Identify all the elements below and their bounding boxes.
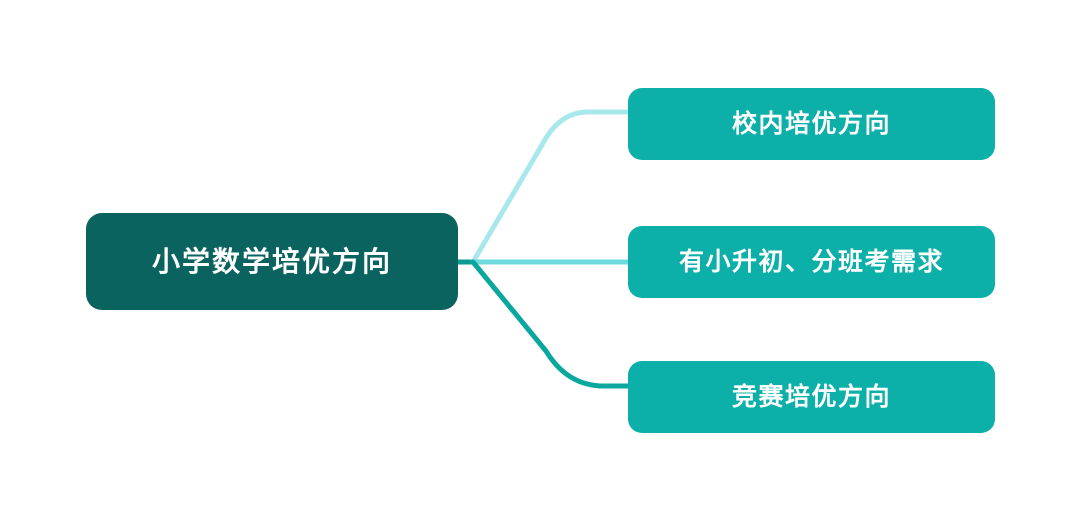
- root-node[interactable]: 小学数学培优方向: [86, 213, 458, 310]
- child-node-competition-training[interactable]: 竞赛培优方向: [628, 361, 995, 433]
- root-node-label: 小学数学培优方向: [151, 245, 392, 277]
- child-node-label: 有小升初、分班考需求: [678, 247, 944, 276]
- connector-branch-1: [470, 109, 633, 265]
- child-node-exam-demand[interactable]: 有小升初、分班考需求: [628, 226, 995, 298]
- child-node-label: 校内培优方向: [731, 109, 891, 138]
- child-node-school-training[interactable]: 校内培优方向: [628, 88, 995, 160]
- connector-branch-3: [470, 259, 633, 389]
- child-node-label: 竞赛培优方向: [731, 382, 891, 411]
